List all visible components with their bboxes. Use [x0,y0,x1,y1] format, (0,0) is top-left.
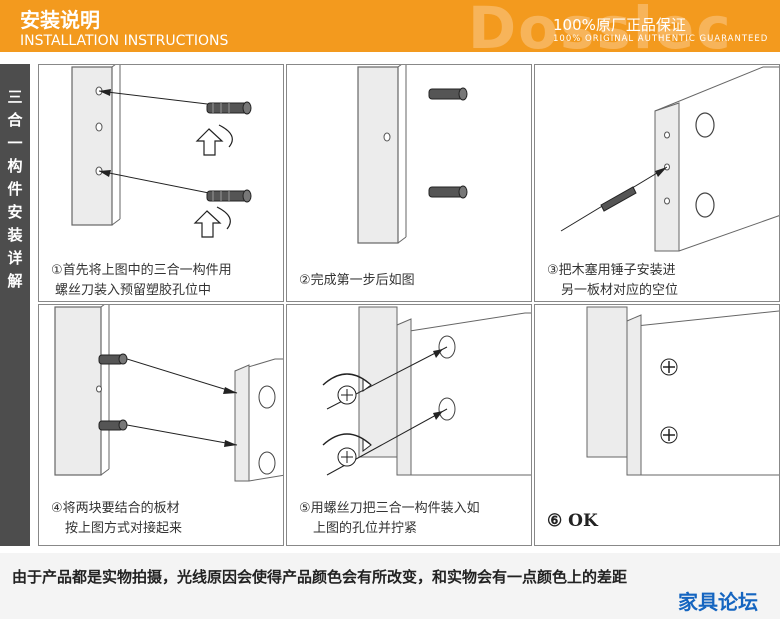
step-1-illustration [71,65,252,238]
title-english: INSTALLATION INSTRUCTIONS [20,33,229,49]
step-5-caption-line1: ⑤用螺丝刀把三合一构件装入如 [299,501,480,516]
sidebar-char: 详 [7,249,23,267]
screw-cap-lower [660,426,678,444]
wooden-dowel [600,186,637,212]
step-3-caption-line2: 另一板材对应的空位 [561,283,679,298]
connector-bolt-lower [206,189,252,203]
screwdriver-rotation-upper [322,373,372,405]
step-5-caption-line2: 上图的孔位并拧紧 [313,521,418,536]
connector-bolt-upper [206,101,252,115]
bolt-upper [98,353,128,365]
sidebar [0,64,30,546]
step-1-panel: ①首先将上图中的三合一构件用 螺丝刀装入预留塑胶孔位中 [38,64,284,302]
guarantee-english: 100% ORIGINAL AUTHENTIC GUARANTEED [553,34,769,44]
brand-watermark: Dosslec [468,0,733,52]
sidebar-char: 安 [7,203,23,221]
step-4-caption-line2: 按上图方式对接起来 [65,521,183,536]
step-4-panel: ④将两块要结合的板材 按上图方式对接起来 [38,304,284,546]
step-3-panel: ③把木塞用锤子安装进 另一板材对应的空位 [534,64,780,302]
step-3-caption-line1: ③把木塞用锤子安装进 [547,263,676,278]
sidebar-char: 件 [7,180,23,198]
step-1-caption-line2: 螺丝刀装入预留塑胶孔位中 [55,283,212,298]
footer: 由于产品都是实物拍摄，光线原因会使得产品颜色会有所改变，和实物会有一点颜色上的差… [0,553,780,619]
step-5-panel: ⑤用螺丝刀把三合一构件装入如 上图的孔位并拧紧 [286,304,532,546]
title-chinese: 安装说明 [20,8,100,32]
step-2-illustration [357,65,468,244]
guarantee-chinese: 100%原厂正品保证 [553,16,686,34]
installed-bolt-upper [428,87,468,101]
step-6-ok-label: ⑥ OK [547,511,598,531]
sidebar-char: 解 [7,272,23,290]
screwdriver-rotation-lower [322,433,372,467]
sidebar-char: 构 [7,157,23,175]
step-6-panel: ⑥ OK [534,304,780,546]
step-5-illustration [322,306,531,476]
sidebar-char: 三 [7,88,23,106]
sidebar-char: 合 [7,111,23,129]
step-4-illustration [54,305,283,482]
screw-cap-upper [660,358,678,376]
bolt-lower [98,419,128,431]
step-2-panel: ②完成第一步后如图 [286,64,532,302]
step-3-illustration [560,66,779,252]
step-2-caption: ②完成第一步后如图 [299,273,415,288]
step-6-illustration [586,306,779,476]
step-4-caption-line1: ④将两块要结合的板材 [51,501,180,516]
step-1-caption-line1: ①首先将上图中的三合一构件用 [51,263,232,278]
sidebar-char: 装 [7,226,23,244]
installed-bolt-lower [428,185,468,199]
header-banner: Dosslec 安装说明 INSTALLATION INSTRUCTIONS 1… [0,0,780,52]
sidebar-label: 三 合 一 构 件 安 装 详 解 [0,86,30,293]
sidebar-char: 一 [7,134,23,152]
forum-watermark-logo: 家具论坛 [678,590,758,614]
color-disclaimer: 由于产品都是实物拍摄，光线原因会使得产品颜色会有所改变，和实物会有一点颜色上的差… [12,568,628,586]
